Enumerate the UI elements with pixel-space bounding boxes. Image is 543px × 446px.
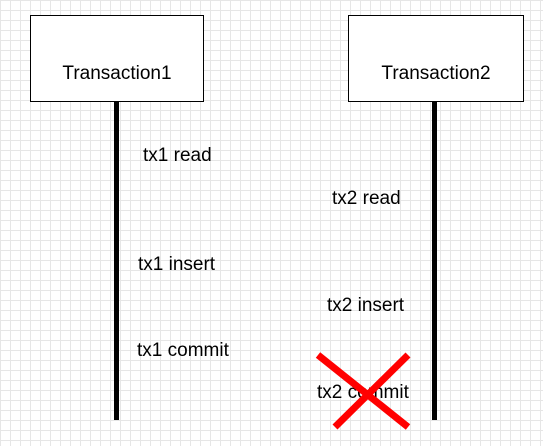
transaction2-lifeline <box>432 155 437 420</box>
step-tx1-insert: tx1 insert <box>138 254 216 275</box>
step-tx1-commit: tx1 commit <box>137 340 229 361</box>
red-x-cross-icon <box>315 352 411 430</box>
cross-stroke-2 <box>332 352 411 430</box>
transaction2-lifeline-top <box>432 102 437 155</box>
step-tx1-read: tx1 read <box>143 145 212 166</box>
transaction1-label: Transaction1 <box>62 63 172 84</box>
cross-stroke-1 <box>315 352 411 430</box>
transaction1-lifeline <box>114 102 119 420</box>
transaction2-label: Transaction2 <box>381 63 491 84</box>
transaction2-box: Transaction2 <box>348 15 524 102</box>
transaction1-box: Transaction1 <box>30 15 204 102</box>
step-tx2-read: tx2 read <box>332 188 401 209</box>
step-tx2-insert: tx2 insert <box>327 295 405 316</box>
